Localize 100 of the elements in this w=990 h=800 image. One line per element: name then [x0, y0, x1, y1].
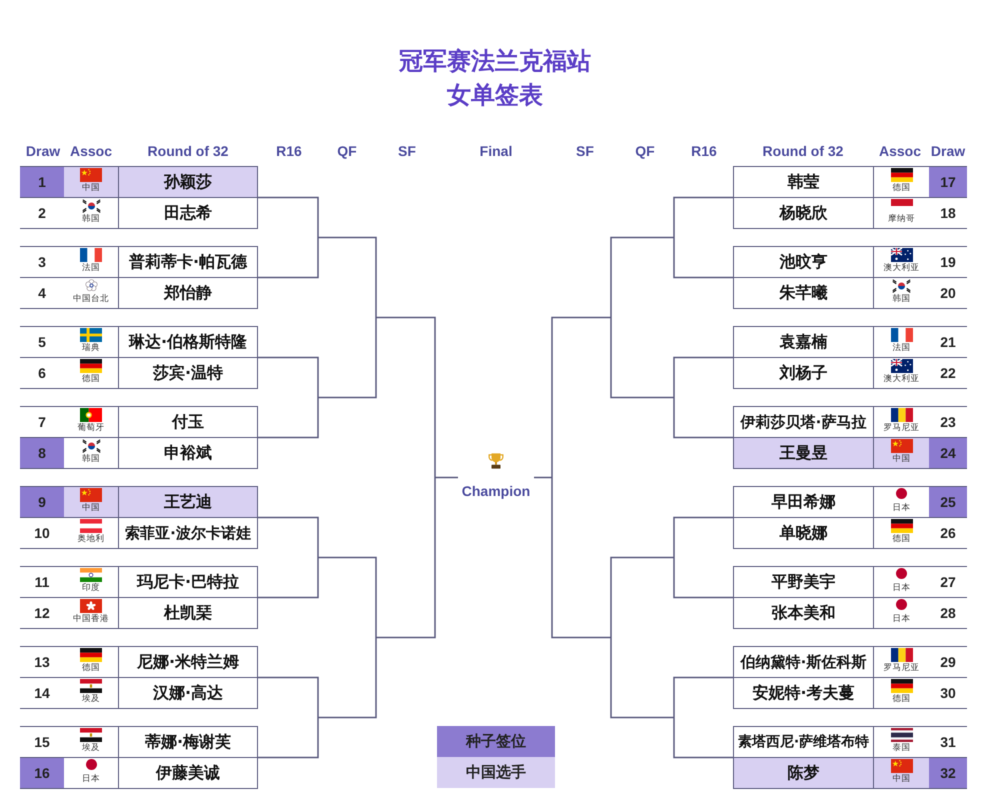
player-name: 王艺迪 — [118, 487, 257, 517]
country-name: 印度 — [82, 583, 100, 594]
player-row — [733, 757, 967, 789]
player-row — [733, 566, 967, 598]
player-row — [733, 326, 967, 358]
country-name: 德国 — [82, 374, 100, 385]
player-row — [733, 357, 967, 389]
player-row — [20, 326, 258, 358]
player-name: 伯纳黛特·斯佐科斯 — [734, 647, 874, 677]
player-name: 杜凯琹 — [118, 598, 257, 628]
player-name: 索菲亚·波尔卡诺娃 — [118, 518, 257, 548]
legend-label: 中国选手 — [466, 763, 526, 782]
draw-number: 20 — [939, 284, 957, 303]
player-name: 袁嘉楠 — [734, 327, 874, 357]
player-name: 申裕斌 — [118, 438, 257, 468]
player-name: 单晓娜 — [734, 518, 874, 548]
player-name: 早田希娜 — [734, 487, 874, 517]
bracket-line — [318, 638, 377, 718]
bracket-line — [673, 196, 733, 238]
draw-number: 29 — [939, 653, 957, 672]
draw-number: 3 — [37, 253, 47, 272]
bracket-line — [258, 676, 319, 718]
player-name: 尼娜·米特兰姆 — [118, 647, 257, 677]
country-name: 韩国 — [82, 214, 100, 225]
bracket-line — [673, 356, 733, 398]
column-header: R16 — [691, 143, 717, 159]
player-name: 刘杨子 — [734, 358, 874, 388]
draw-number: 14 — [33, 684, 51, 703]
draw-number: 25 — [929, 487, 967, 517]
player-row — [20, 486, 258, 518]
player-row — [20, 246, 258, 278]
country-name: 葡萄牙 — [78, 423, 104, 434]
bracket-line — [610, 556, 674, 638]
player-row — [20, 406, 258, 438]
bracket-line — [376, 316, 436, 478]
player-name: 蒂娜·梅谢芙 — [118, 727, 257, 757]
bracket-line — [376, 478, 436, 638]
player-name: 汉娜·高达 — [118, 678, 257, 708]
column-header: Round of 32 — [148, 143, 228, 159]
bracket-line — [318, 318, 377, 398]
player-row — [733, 437, 967, 469]
draw-number: 1 — [20, 167, 64, 197]
draw-number: 6 — [37, 364, 47, 383]
player-name: 素塔西尼·萨维塔布特 — [734, 727, 874, 757]
country-name: 埃及 — [82, 694, 100, 705]
country-name: 法国 — [82, 263, 100, 274]
draw-number: 17 — [929, 167, 967, 197]
legend-label: 种子签位 — [466, 732, 526, 751]
player-name: 平野美宇 — [734, 567, 874, 597]
country-name: 德国 — [892, 694, 910, 705]
player-name: 琳达·伯格斯特隆 — [118, 327, 257, 357]
bracket-line — [551, 478, 611, 638]
column-header: SF — [576, 143, 594, 159]
player-name: 安妮特·考夫蔓 — [734, 678, 874, 708]
country-name: 罗马尼亚 — [884, 423, 920, 434]
draw-number: 18 — [939, 204, 957, 223]
player-row — [733, 166, 967, 198]
player-row — [733, 277, 967, 309]
draw-number: 9 — [20, 487, 64, 517]
player-name: 池旼亨 — [734, 247, 874, 277]
player-name: 普莉蒂卡·帕瓦德 — [118, 247, 257, 277]
bracket-line — [673, 558, 733, 598]
column-header: Final — [480, 143, 512, 159]
player-name: 郑怡静 — [118, 278, 257, 308]
country-name: 澳大利亚 — [884, 374, 920, 385]
country-name: 日本 — [82, 774, 100, 785]
player-row — [20, 357, 258, 389]
bracket-line — [673, 398, 733, 438]
player-row — [20, 566, 258, 598]
player-row — [733, 646, 967, 678]
draw-number: 24 — [929, 438, 967, 468]
draw-number: 7 — [37, 413, 47, 432]
player-name: 王曼昱 — [734, 438, 874, 468]
player-row — [733, 197, 967, 229]
bracket-line — [673, 676, 733, 718]
player-row — [733, 246, 967, 278]
column-header: Assoc — [70, 143, 112, 159]
player-name: 伊藤美诚 — [118, 758, 257, 788]
player-name: 玛尼卡·巴特拉 — [118, 567, 257, 597]
country-name: 德国 — [892, 534, 910, 545]
column-header: Assoc — [878, 143, 922, 159]
draw-number: 23 — [939, 413, 957, 432]
country-name: 瑞典 — [82, 343, 100, 354]
country-name: 日本 — [892, 583, 910, 594]
player-name: 莎宾·温特 — [118, 358, 257, 388]
player-row — [20, 677, 258, 709]
bracket-line — [258, 398, 319, 438]
player-row — [733, 517, 967, 549]
column-header: Draw — [26, 143, 60, 159]
title: 冠军赛法兰克福站女单签表 — [398, 46, 592, 111]
draw-number: 10 — [33, 524, 51, 543]
bracket-line — [318, 556, 377, 638]
draw-number: 26 — [939, 524, 957, 543]
country-name: 中国台北 — [73, 294, 109, 305]
player-name: 孙颖莎 — [118, 167, 257, 197]
bracket-line — [534, 476, 552, 478]
draw-number: 21 — [939, 333, 957, 352]
draw-number: 30 — [939, 684, 957, 703]
bracket-line — [258, 356, 319, 398]
player-name: 杨晓欣 — [734, 198, 874, 228]
